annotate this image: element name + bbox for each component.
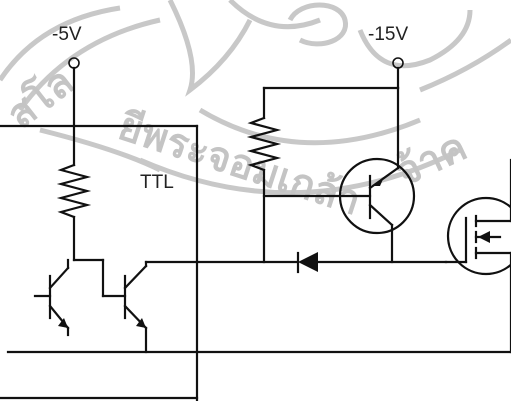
mosfet [444,158,511,276]
supply-terminal-left [68,57,80,167]
watermark-text-right: จ้าค [389,124,474,196]
transistor-q2 [101,260,148,354]
diode [296,251,448,274]
ttl-label: TTL [140,172,174,193]
supply-terminal-right [262,57,404,170]
resistor-right [246,116,282,172]
transistor-q1 [33,258,70,337]
supply-label-right: -15V [368,24,408,45]
supply-label-left: -5V [52,24,82,45]
transistor-q3 [262,157,416,264]
resistor-left [56,163,92,219]
